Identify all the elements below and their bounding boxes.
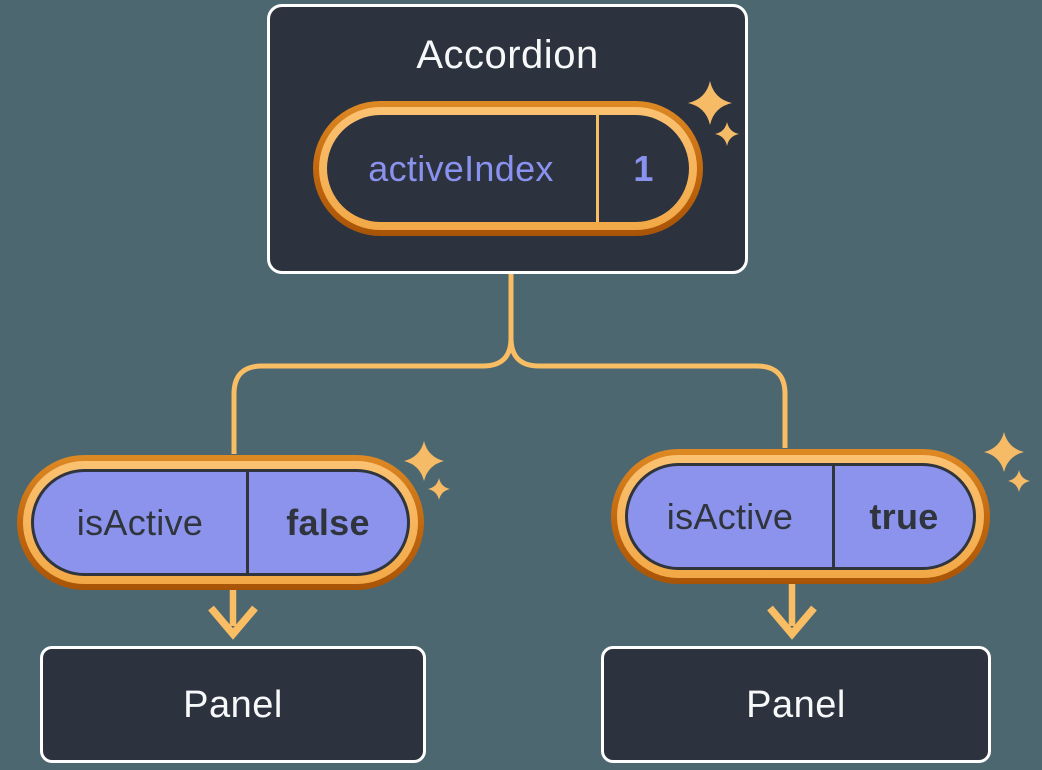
sparkle-icon-right-large (984, 432, 1024, 472)
sparkle-icon-left-large (404, 441, 444, 481)
prop-pill-core: isActive true (625, 463, 976, 570)
pill-divider (595, 115, 599, 222)
prop-pill-band: isActive true (617, 455, 984, 578)
connector-branch-left (231, 274, 514, 454)
prop-label: isActive (76, 501, 204, 543)
prop-value: true (869, 495, 939, 537)
panel-right: Panel (601, 646, 991, 763)
state-pill-core: activeIndex 1 (326, 115, 689, 222)
accordion-card: Accordion activeIndex 1 (267, 4, 748, 274)
arrow-left-head (208, 605, 258, 640)
pill-divider (246, 472, 249, 573)
panel-title: Panel (183, 683, 283, 726)
prop-value: false (286, 501, 370, 543)
sparkle-icon-left-small (428, 478, 450, 500)
state-value: 1 (633, 147, 654, 189)
prop-label: isActive (666, 495, 794, 537)
arrow-right-head (767, 605, 817, 640)
prop-pill-isactive-left: isActive false (17, 455, 424, 590)
state-pill-activeindex: activeIndex 1 (312, 101, 703, 236)
prop-pill-band: isActive false (23, 461, 418, 584)
panel-title: Panel (746, 683, 846, 726)
connector-branch-right (508, 274, 788, 448)
accordion-title: Accordion (416, 33, 599, 77)
pill-divider (832, 466, 835, 567)
sparkle-icon-right-small (1008, 470, 1030, 492)
state-pill-band: activeIndex 1 (318, 107, 697, 230)
panel-left: Panel (40, 646, 426, 763)
prop-pill-isactive-right: isActive true (611, 449, 990, 584)
prop-pill-core: isActive false (31, 469, 410, 576)
state-label: activeIndex (368, 147, 554, 189)
